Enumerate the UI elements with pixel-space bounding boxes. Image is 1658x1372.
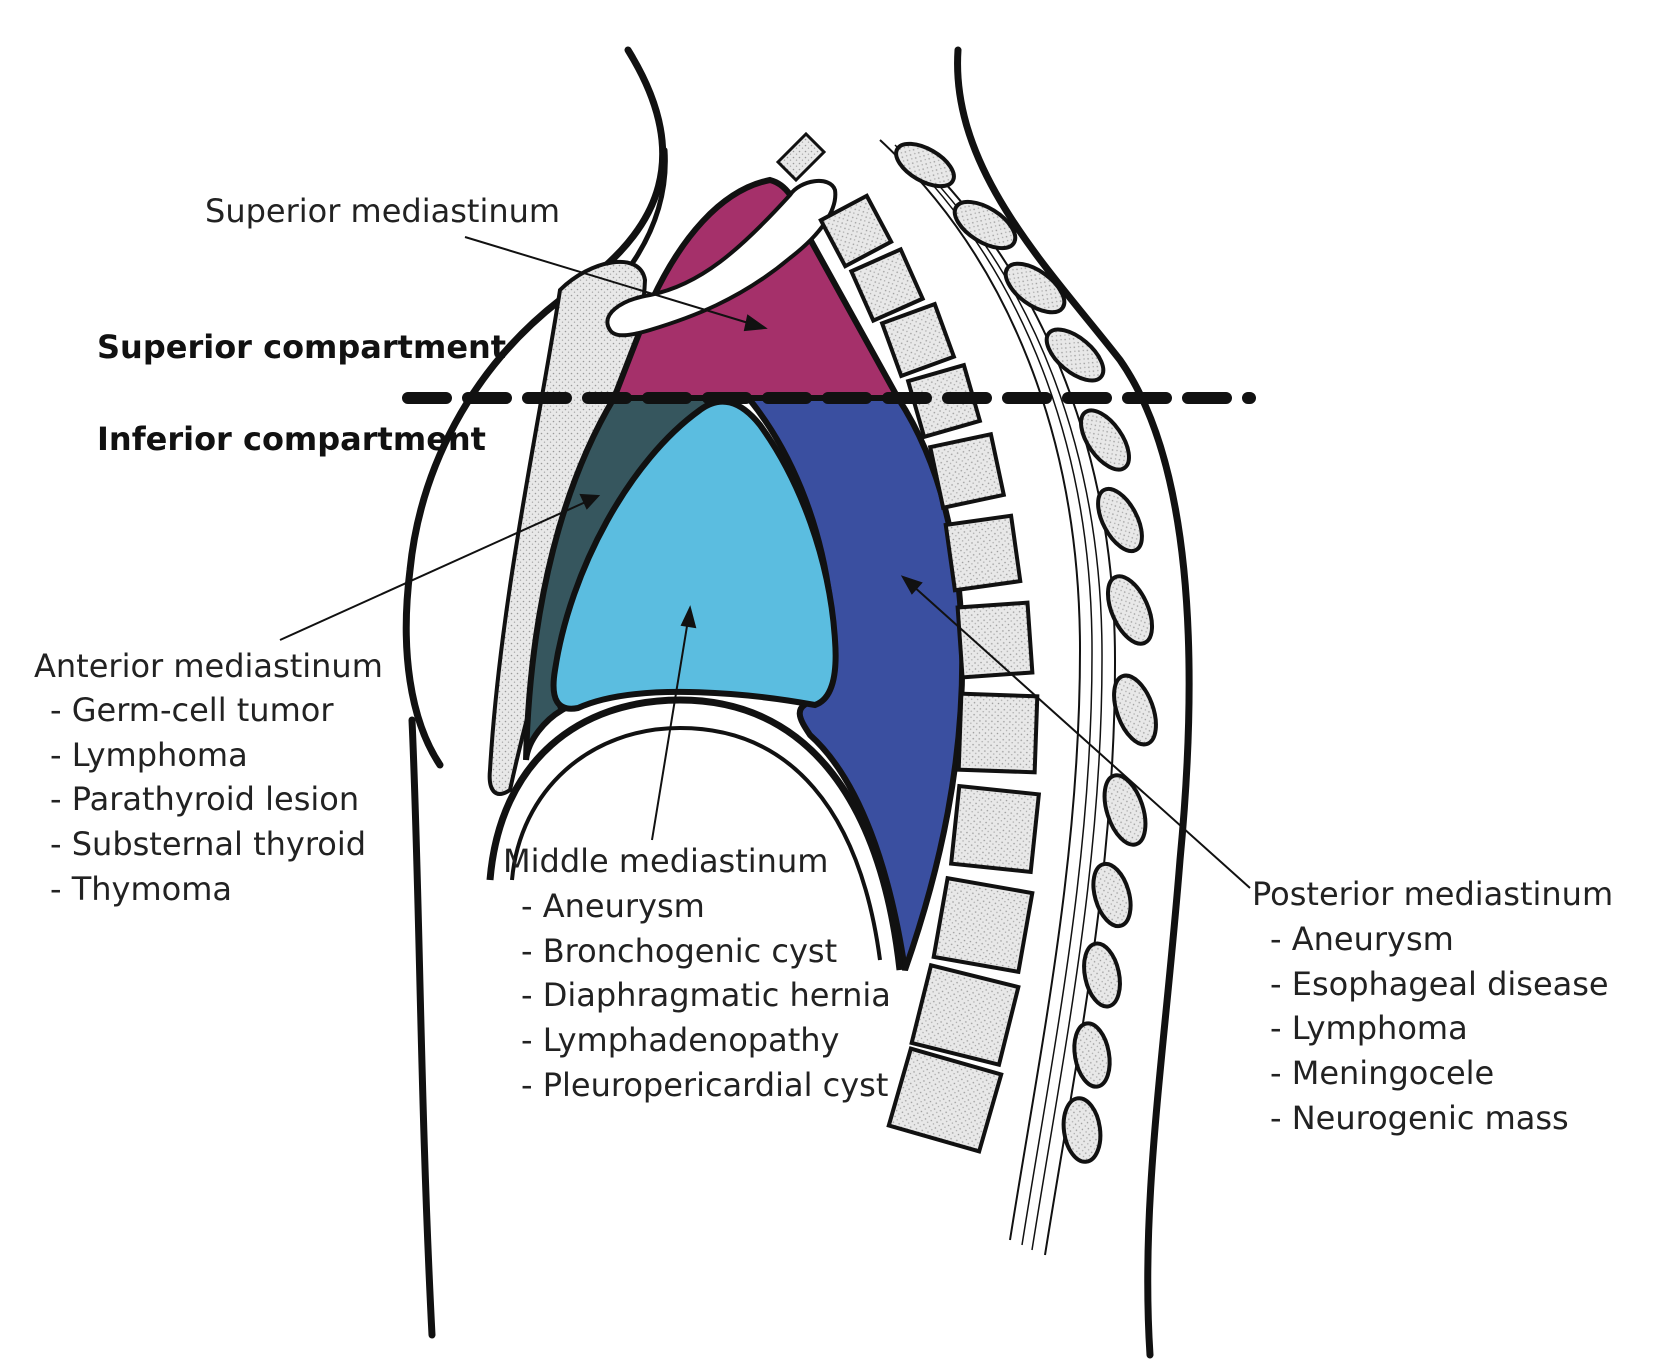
vertebra	[818, 193, 894, 269]
list-item: Neurogenic mass	[1270, 1096, 1609, 1141]
posterior-mediastinum-label: Posterior mediastinum	[1252, 875, 1614, 913]
superior-mediastinum-label: Superior mediastinum	[205, 192, 561, 230]
spinous-process	[1096, 486, 1144, 554]
spinous-processes	[894, 141, 1158, 1164]
spinal-cord	[879, 139, 1082, 1241]
vertebra	[879, 301, 957, 379]
abdomen-outline	[408, 716, 436, 1339]
list-item: Lymphadenopathy	[521, 1018, 891, 1063]
posterior-leader-line	[911, 584, 1251, 889]
vertebra	[886, 1046, 1004, 1154]
vertebra	[909, 962, 1021, 1068]
spinal-cord-line-2	[894, 144, 1093, 1246]
list-item: Meningocele	[1270, 1051, 1609, 1096]
vertebra	[948, 783, 1042, 875]
spinous-process	[1044, 327, 1106, 383]
leader-lines	[279, 236, 1251, 889]
vertebrae	[818, 193, 1042, 1154]
superior-arrowhead	[743, 314, 768, 332]
spinous-process	[1102, 773, 1148, 847]
middle-leader-line	[651, 619, 689, 841]
list-item: Pleuropericardial cyst	[521, 1063, 891, 1108]
list-item: Bronchogenic cyst	[521, 929, 891, 974]
middle-conditions-list: Aneurysm Bronchogenic cyst Diaphragmatic…	[521, 884, 891, 1108]
diaphragm	[486, 696, 904, 971]
superior-leader-line	[464, 236, 756, 326]
posterior-arrowhead	[900, 575, 923, 595]
list-item: Diaphragmatic hernia	[521, 973, 891, 1018]
spinous-process	[1061, 1096, 1103, 1164]
list-item: Esophageal disease	[1270, 962, 1609, 1007]
spinous-process	[1003, 261, 1067, 315]
list-item: Lymphoma	[1270, 1006, 1609, 1051]
vertebra	[931, 875, 1035, 975]
spinous-process	[1105, 574, 1155, 646]
list-item: Aneurysm	[1270, 917, 1609, 962]
spinous-process	[1091, 861, 1133, 929]
anterior-arrowhead	[579, 493, 601, 510]
anterior-mediastinum-label: Anterior mediastinum	[34, 647, 383, 685]
posterior-conditions-list: Aneurysm Esophageal disease Lymphoma Men…	[1270, 917, 1609, 1141]
vertebra	[927, 431, 1007, 511]
anterior-conditions-list: Germ-cell tumor Lymphoma Parathyroid les…	[50, 688, 366, 912]
spinous-process	[1082, 941, 1122, 1009]
vertebra	[956, 691, 1040, 775]
spinous-process	[1072, 1021, 1112, 1089]
diaphragm-inner	[510, 725, 882, 961]
spinous-process	[1079, 408, 1131, 472]
spinous-process	[1112, 673, 1158, 747]
middle-arrowhead	[680, 605, 697, 629]
vertebra	[955, 600, 1035, 680]
back-outline	[954, 46, 1193, 1359]
list-item: Parathyroid lesion	[50, 777, 366, 822]
spinous-process	[952, 199, 1018, 251]
list-item: Lymphoma	[50, 733, 366, 778]
vertebra	[848, 246, 926, 324]
list-item: Substernal thyroid	[50, 822, 366, 867]
middle-mediastinum-label: Middle mediastinum	[503, 842, 829, 880]
anterior-leader-line	[279, 499, 591, 641]
list-item: Aneurysm	[521, 884, 891, 929]
middle-mediastinum-region	[550, 398, 839, 712]
vertebra	[943, 513, 1023, 593]
list-item: Germ-cell tumor	[50, 688, 366, 733]
spinous-process	[894, 141, 956, 189]
clavicle-head	[775, 131, 827, 183]
inferior-compartment-label: Inferior compartment	[97, 420, 486, 458]
list-item: Thymoma	[50, 867, 366, 912]
superior-compartment-label: Superior compartment	[97, 328, 507, 366]
